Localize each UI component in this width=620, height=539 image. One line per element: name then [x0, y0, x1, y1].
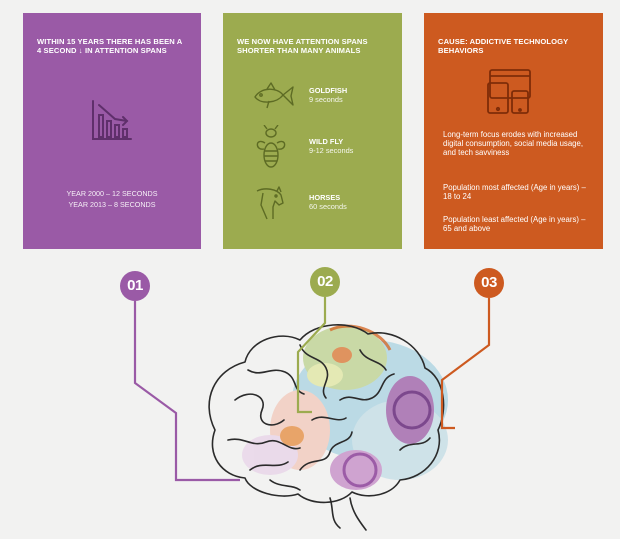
cause-panel: CAUSE: ADDICTIVE TECHNOLOGY BEHAVIORS Lo…: [424, 13, 603, 249]
goldfish-stat: GOLDFISH 9 seconds: [309, 86, 347, 104]
step-02-badge: 02: [310, 267, 340, 297]
animal-value: 9 seconds: [309, 95, 343, 104]
panel-2-title: WE NOW HAVE ATTENTION SPANS SHORTER THAN…: [237, 37, 368, 55]
panel-1-title: WITHIN 15 YEARS THERE HAS BEEN A 4 SECON…: [37, 37, 183, 55]
fly-icon: [256, 125, 286, 168]
step-01-badge: 01: [120, 271, 150, 301]
animal-name: GOLDFISH: [309, 86, 348, 95]
horse-icon: [256, 186, 284, 220]
attention-decline-panel: WITHIN 15 YEARS THERE HAS BEEN A 4 SECON…: [23, 13, 201, 249]
least-affected-stat: Population least affected (Age in years)…: [443, 215, 586, 233]
animal-name: WILD FLY: [309, 137, 344, 146]
animal-value: 60 seconds: [309, 202, 347, 211]
animal-name: HORSES: [309, 193, 341, 202]
animal-value: 9-12 seconds: [309, 146, 354, 155]
year-2013-stat: YEAR 2013 – 8 SECONDS: [68, 200, 156, 209]
goldfish-icon: [254, 82, 294, 109]
cause-description: Long-term focus erodes with increased di…: [443, 130, 583, 157]
step-03-badge: 03: [474, 268, 504, 298]
most-affected-stat: Population most affected (Age in years) …: [443, 183, 586, 201]
wild-fly-stat: WILD FLY 9-12 seconds: [309, 137, 353, 155]
panel-3-title: CAUSE: ADDICTIVE TECHNOLOGY BEHAVIORS: [438, 37, 569, 55]
animal-comparison-panel: WE NOW HAVE ATTENTION SPANS SHORTER THAN…: [223, 13, 402, 249]
devices-icon: [487, 69, 531, 114]
horses-stat: HORSES 60 seconds: [309, 193, 347, 211]
declining-bar-chart-icon: [92, 100, 132, 140]
year-2000-stat: YEAR 2000 – 12 SECONDS: [66, 189, 158, 198]
